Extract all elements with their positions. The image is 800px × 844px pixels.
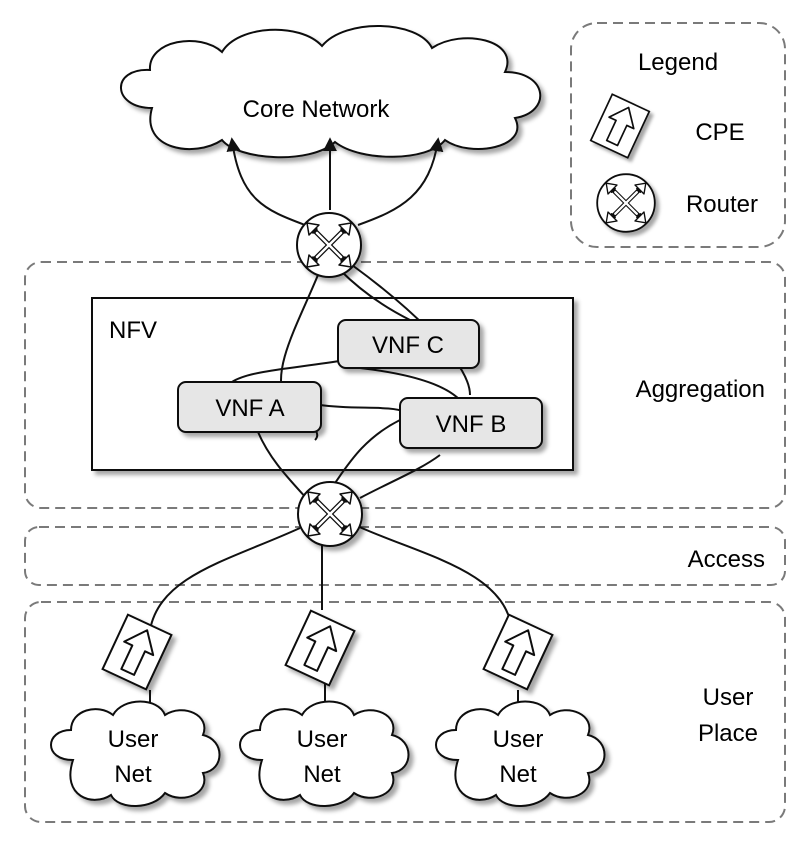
link-router-core-right <box>357 137 444 226</box>
core-network-label: Core Network <box>243 96 391 123</box>
link-agg-router-cpe-1 <box>149 527 301 631</box>
link-vnf-b-agg-router-2 <box>359 454 441 499</box>
user-net-cloud-3: User Net <box>435 700 606 807</box>
link-vnf-a-agg-router <box>257 431 309 501</box>
link-vnf-c-vnf-b <box>359 367 461 401</box>
vnf-c-box <box>337 319 480 369</box>
svg-text:Net: Net <box>114 761 152 788</box>
cpe-icon-2 <box>284 609 356 687</box>
core-router-icon <box>297 213 361 277</box>
aggregation-label: Aggregation <box>636 376 765 403</box>
link-vnf-c-vnf-a <box>231 359 346 383</box>
user-place-label-line2: Place <box>698 720 758 747</box>
legend-cpe-icon <box>589 93 651 159</box>
legend-title: Legend <box>638 49 718 76</box>
vnf-a-label: VNF A <box>215 395 284 422</box>
cpe-icon-3 <box>482 613 554 691</box>
vnf-b-label: VNF B <box>436 411 507 438</box>
cpe-icon-1 <box>101 613 173 691</box>
legend-router-label: Router <box>686 191 758 218</box>
svg-text:User: User <box>297 726 348 753</box>
nfv-title: NFV <box>109 317 157 344</box>
user-place-label-line1: User <box>703 684 754 711</box>
link-router-core-left <box>226 137 306 226</box>
vnf-b-box <box>399 397 543 449</box>
link-agg-router-cpe-3 <box>354 524 513 631</box>
svg-text:User: User <box>108 726 159 753</box>
user-place-zone <box>24 601 786 823</box>
svg-text:Net: Net <box>499 761 537 788</box>
vnf-c-label: VNF C <box>372 332 444 359</box>
svg-text:User: User <box>493 726 544 753</box>
svg-text:Net: Net <box>303 761 341 788</box>
core-network-cloud <box>120 25 542 159</box>
aggregation-router-icon <box>298 482 362 546</box>
legend-panel <box>570 22 786 248</box>
legend-cpe-label: CPE <box>695 119 744 146</box>
access-zone <box>24 526 786 586</box>
vnf-a-box <box>177 381 322 433</box>
legend-router-icon <box>597 174 655 232</box>
user-net-cloud-2: User Net <box>239 700 410 807</box>
link-top-router-vnf-c <box>339 269 411 321</box>
user-net-cloud-1: User Net <box>50 700 221 807</box>
access-label: Access <box>688 546 765 573</box>
